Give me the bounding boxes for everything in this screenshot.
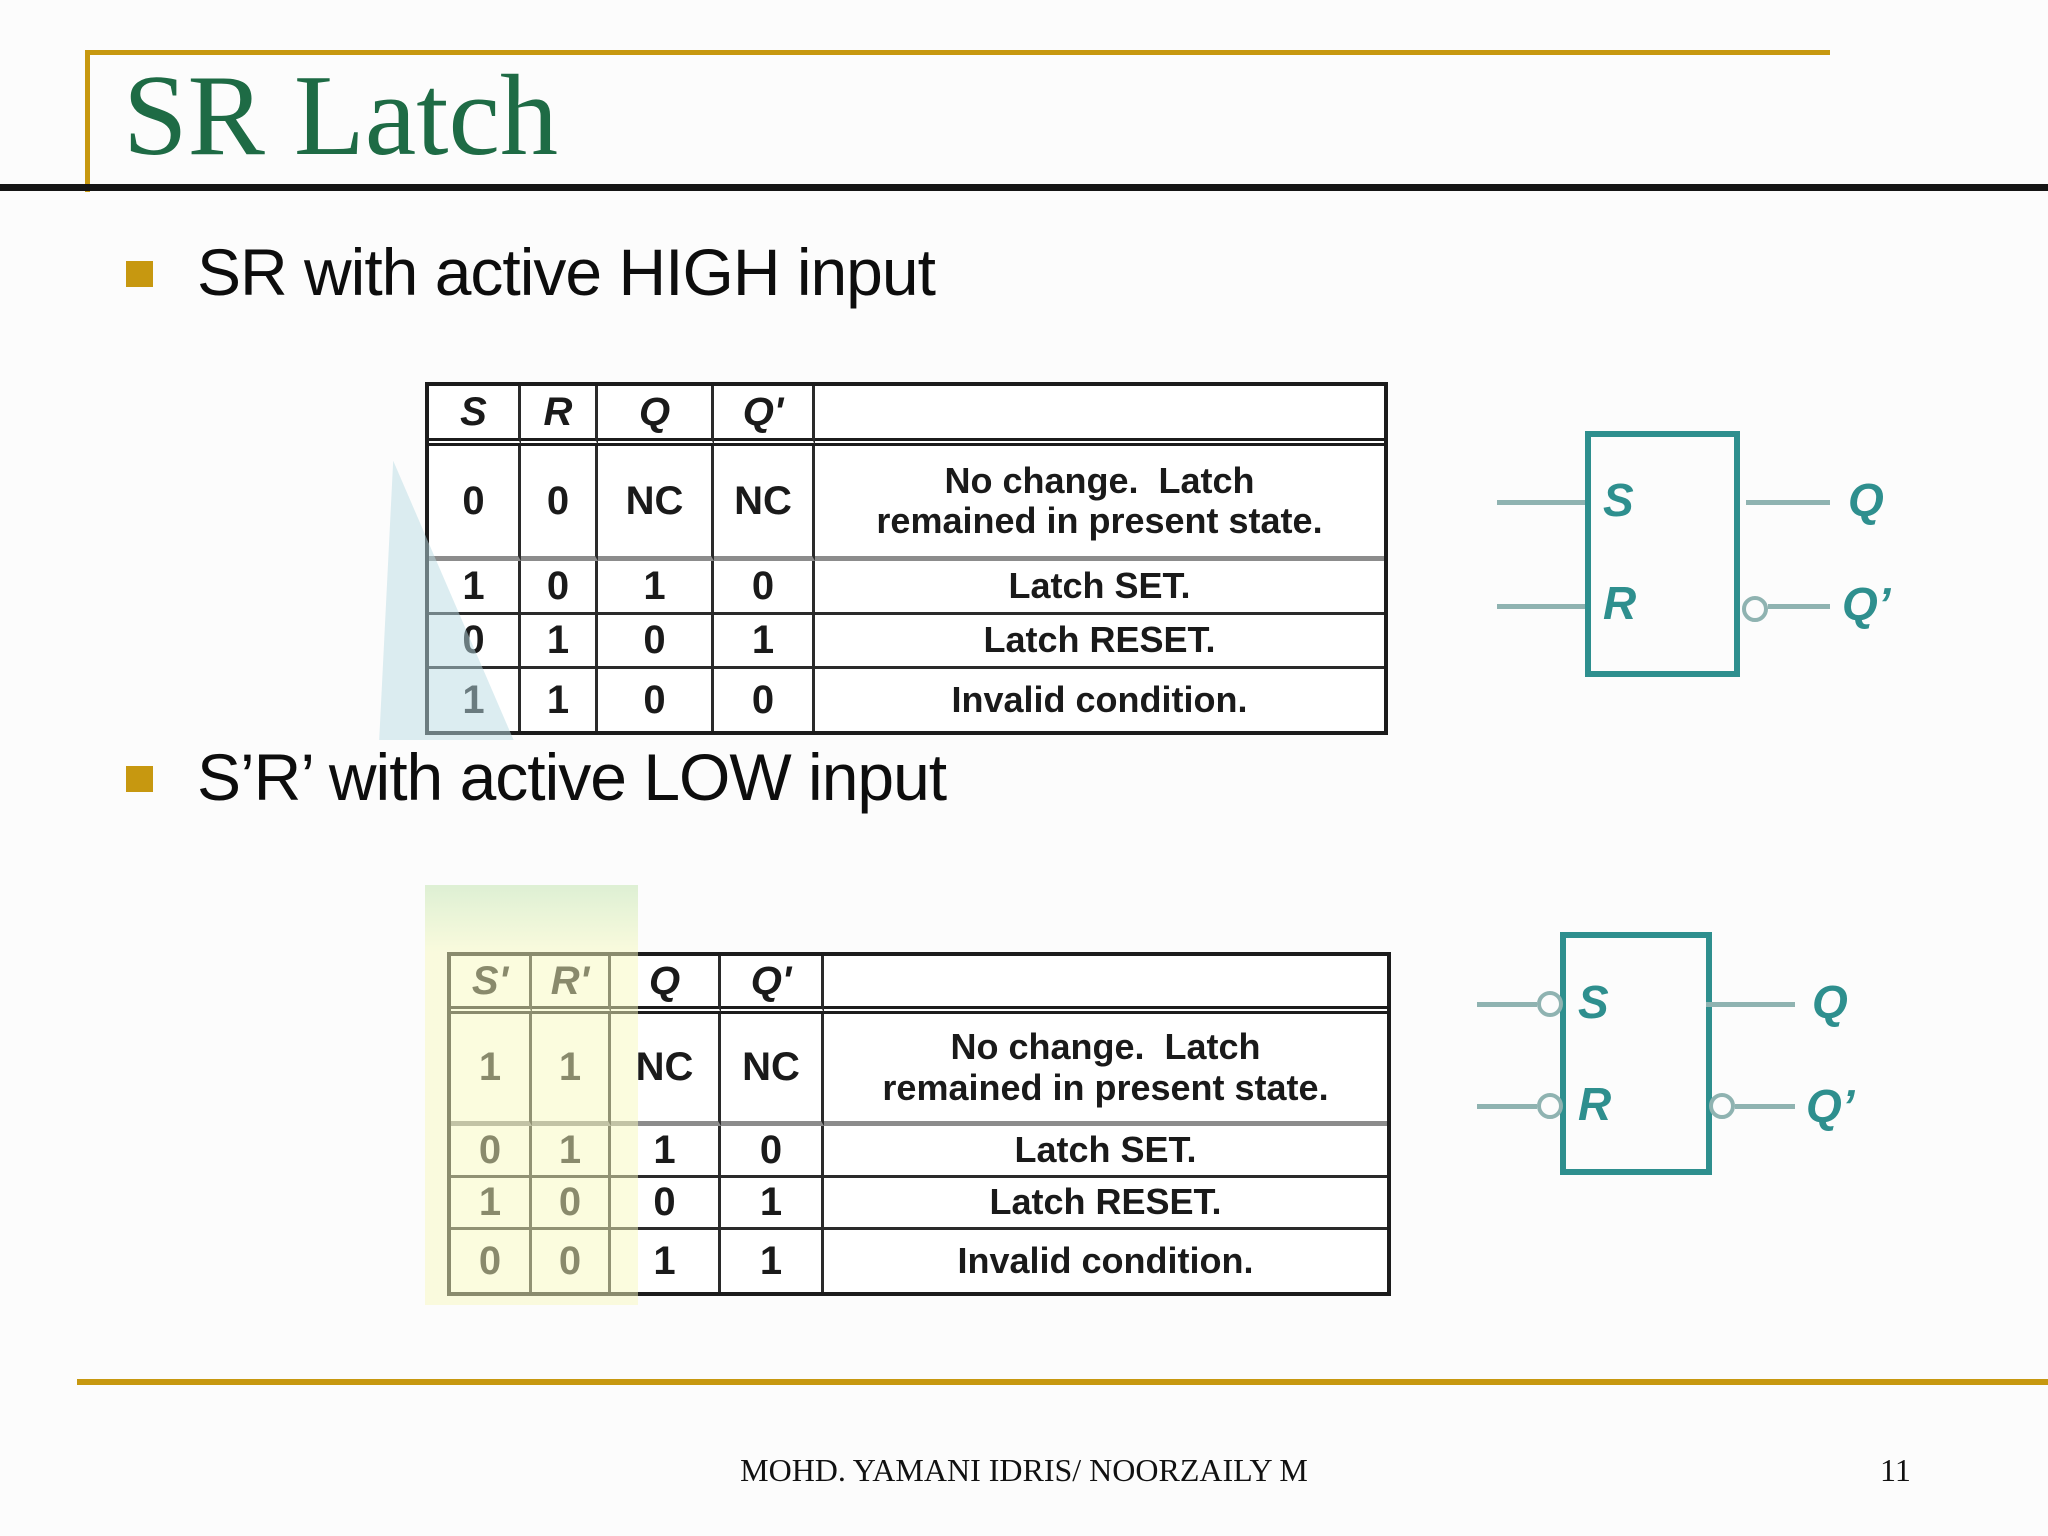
table-header-cell: Q' [714, 386, 815, 446]
table-header-cell [824, 956, 1387, 1014]
table-cell: 0 [714, 669, 815, 731]
table-header-cell [815, 386, 1384, 446]
latch-output-line-q-prime [1735, 1104, 1795, 1109]
bullet-square-icon [126, 766, 153, 792]
page-number: 11 [1880, 1452, 1911, 1488]
latch-input-line-r [1477, 1104, 1537, 1109]
latch-output-line-q [1706, 1002, 1795, 1007]
description-line: remained in present state. [876, 500, 1323, 541]
table-header-cell: Q [598, 386, 714, 446]
table-cell: 0 [532, 1178, 611, 1230]
footer-divider-line [77, 1379, 2048, 1385]
latch-input-line-s [1497, 500, 1585, 505]
table-cell: 0 [451, 1126, 532, 1178]
inversion-bubble-icon [1537, 1093, 1563, 1119]
table-cell: 0 [429, 615, 521, 669]
table-cell: 1 [451, 1014, 532, 1126]
table-cell: 1 [521, 615, 598, 669]
table-cell-description: Invalid condition. [951, 678, 1248, 720]
table-cell: 1 [521, 669, 598, 731]
table-cell: NC [611, 1014, 721, 1126]
table-header-cell: S [429, 386, 521, 446]
table-cell-description: No change. Latch remained in present sta… [824, 1014, 1387, 1126]
latch-input-line-s [1477, 1002, 1537, 1007]
table-cell: 0 [532, 1230, 611, 1292]
inversion-bubble-icon [1742, 596, 1768, 622]
inversion-bubble-icon [1537, 991, 1563, 1017]
latch-label-q-prime: Q’ [1842, 578, 1891, 630]
latch-label-q: Q [1812, 976, 1848, 1028]
table-header-cell: Q' [721, 956, 824, 1014]
table-header-cell: R' [532, 956, 611, 1014]
table-cell: 1 [598, 561, 714, 615]
table-cell: NC [721, 1014, 824, 1126]
table-cell: 1 [721, 1178, 824, 1230]
table-cell: 0 [721, 1126, 824, 1178]
latch-label-r: R [1578, 1078, 1612, 1130]
table-cell: 1 [429, 561, 521, 615]
bullet-item-active-high: SR with active HIGH input [197, 235, 936, 309]
bullet-item-active-low: S’R’ with active LOW input [197, 740, 947, 814]
table-cell-description: Latch RESET. [815, 615, 1384, 669]
table-cell: 1 [714, 615, 815, 669]
table-header-cell: S' [451, 956, 532, 1014]
table-cell: 0 [598, 669, 714, 731]
table-header-cell: Q [611, 956, 721, 1014]
table-cell: 1 [532, 1126, 611, 1178]
description-line: remained in present state. [882, 1066, 1329, 1108]
description-line: No change. Latch [950, 1026, 1261, 1068]
latch-label-s: S [1603, 474, 1634, 526]
table-cell: 0 [598, 615, 714, 669]
footer-author: MOHD. YAMANI IDRIS/ NOORZAILY M [740, 1452, 1308, 1488]
latch-label-q-prime: Q’ [1806, 1080, 1855, 1132]
latch-symbol-box [1585, 431, 1740, 677]
table-cell-description: Latch RESET. [824, 1178, 1387, 1230]
page-title: SR Latch [123, 52, 558, 180]
table-cell: 0 [429, 446, 521, 561]
latch-label-q: Q [1848, 474, 1884, 526]
header-divider-line [0, 184, 2048, 191]
latch-label-r: R [1603, 577, 1637, 629]
latch-output-line-q [1746, 500, 1830, 505]
table-cell: 0 [521, 446, 598, 561]
title-gold-frame [85, 50, 1830, 192]
table-cell-description: No change. Latch remained in present sta… [815, 446, 1384, 561]
table-cell: 1 [721, 1230, 824, 1292]
latch-output-line-q-prime [1768, 604, 1830, 609]
table-cell: NC [714, 446, 815, 561]
inversion-bubble-icon [1709, 1093, 1735, 1119]
bullet-square-icon [126, 261, 153, 287]
table-cell: 1 [532, 1014, 611, 1126]
table-cell: 0 [714, 561, 815, 615]
table-cell-description: Latch SET. [824, 1126, 1387, 1178]
table-cell: 1 [611, 1230, 721, 1292]
table-cell: 1 [429, 669, 521, 731]
table-cell: 0 [521, 561, 598, 615]
table-cell: NC [598, 446, 714, 561]
description-line: No change. Latch [944, 459, 1255, 501]
truth-table-active-low: S' R' Q Q' 1 1 NC NC No change. Latch re… [447, 952, 1391, 1296]
table-cell: 1 [611, 1126, 721, 1178]
table-cell-description: Invalid condition. [957, 1239, 1254, 1281]
table-cell-description: Latch SET. [815, 561, 1384, 615]
table-cell: 1 [451, 1178, 532, 1230]
latch-label-s: S [1578, 976, 1609, 1028]
table-cell: 0 [451, 1230, 532, 1292]
table-header-cell: R [521, 386, 598, 446]
truth-table-active-high: S R Q Q' 0 0 NC NC No change. Latch rema… [425, 382, 1388, 735]
latch-input-line-r [1497, 604, 1585, 609]
table-cell: 0 [611, 1178, 721, 1230]
latch-symbol-box [1560, 932, 1712, 1175]
